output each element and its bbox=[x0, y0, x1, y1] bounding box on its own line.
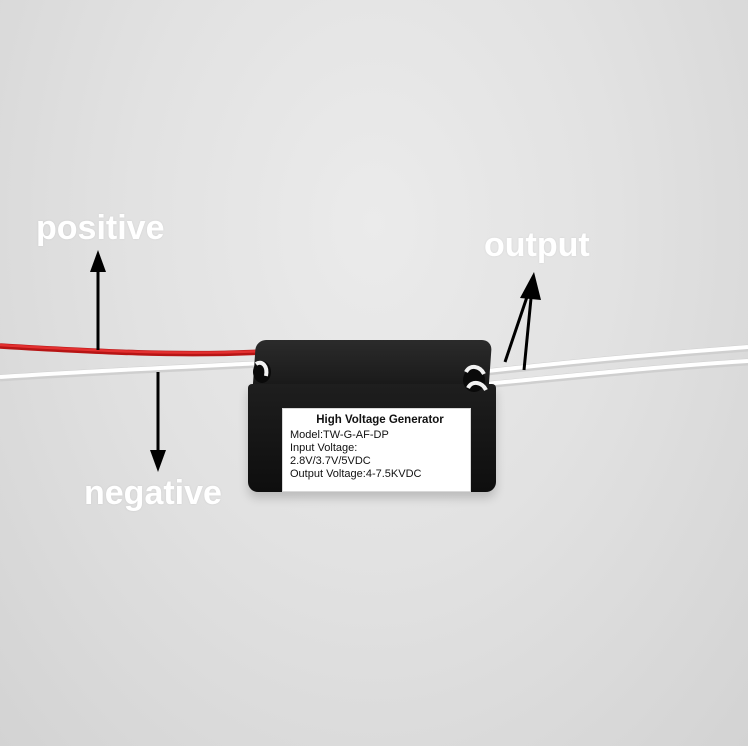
output-arrow-2 bbox=[522, 287, 534, 371]
output-arrow-1 bbox=[503, 287, 532, 363]
spec-label: High Voltage Generator Model:TW-G-AF-DP … bbox=[282, 408, 471, 492]
label-input-voltage: Input Voltage: bbox=[290, 442, 358, 454]
label-input-value: 2.8V/3.7V/5VDC bbox=[290, 455, 371, 467]
label-output-voltage: Output Voltage:4-7.5KVDC bbox=[290, 468, 422, 480]
label-model: Model:TW-G-AF-DP bbox=[290, 429, 389, 441]
output-label: output bbox=[484, 226, 590, 264]
positive-label: positive bbox=[36, 209, 165, 247]
negative-label: negative bbox=[84, 474, 222, 512]
label-title: High Voltage Generator bbox=[316, 414, 444, 426]
